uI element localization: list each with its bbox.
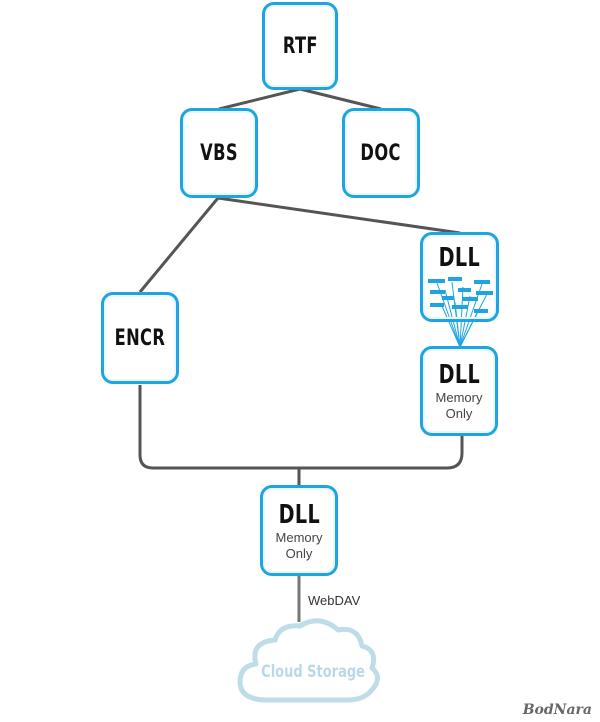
edge-rtf-doc: [299, 87, 382, 111]
node-rtf-label: RTF: [282, 33, 318, 59]
node-dll-top: DLL: [420, 232, 499, 322]
edge-rtf-vbs: [218, 87, 301, 111]
node-encr: ENCR: [101, 292, 179, 384]
cloud-shape: [237, 618, 380, 703]
node-dll-memory-sub2: Only: [445, 406, 473, 421]
edge-vbs-encr: [138, 197, 220, 293]
edge-vbs-dll: [217, 196, 461, 235]
node-rtf: RTF: [262, 2, 338, 90]
node-dll-bottom: DLL Memory Only: [260, 485, 338, 576]
node-doc: DOC: [342, 108, 420, 198]
edge-merge: [138, 385, 464, 470]
node-dll-memory-sub1: Memory: [435, 390, 483, 405]
node-dll-memory-label: DLL: [438, 360, 480, 390]
node-dll-bottom-sub1: Memory: [275, 529, 323, 545]
node-doc-label: DOC: [360, 140, 402, 166]
node-vbs-label: VBS: [200, 140, 238, 166]
dll-mini-graph: [428, 277, 493, 313]
webdav-label: WebDAV: [308, 593, 361, 608]
node-dll-memory: DLL Memory Only: [420, 346, 498, 436]
node-encr-label: ENCR: [114, 325, 166, 351]
node-vbs: VBS: [180, 108, 258, 198]
node-dll-top-label: DLL: [438, 243, 481, 273]
watermark-logo: BodNara: [522, 702, 592, 718]
cloud-storage-label: Cloud Storage: [261, 662, 365, 682]
node-dll-bottom-sub2: Only: [285, 545, 313, 561]
node-dll-bottom-label: DLL: [278, 499, 320, 530]
